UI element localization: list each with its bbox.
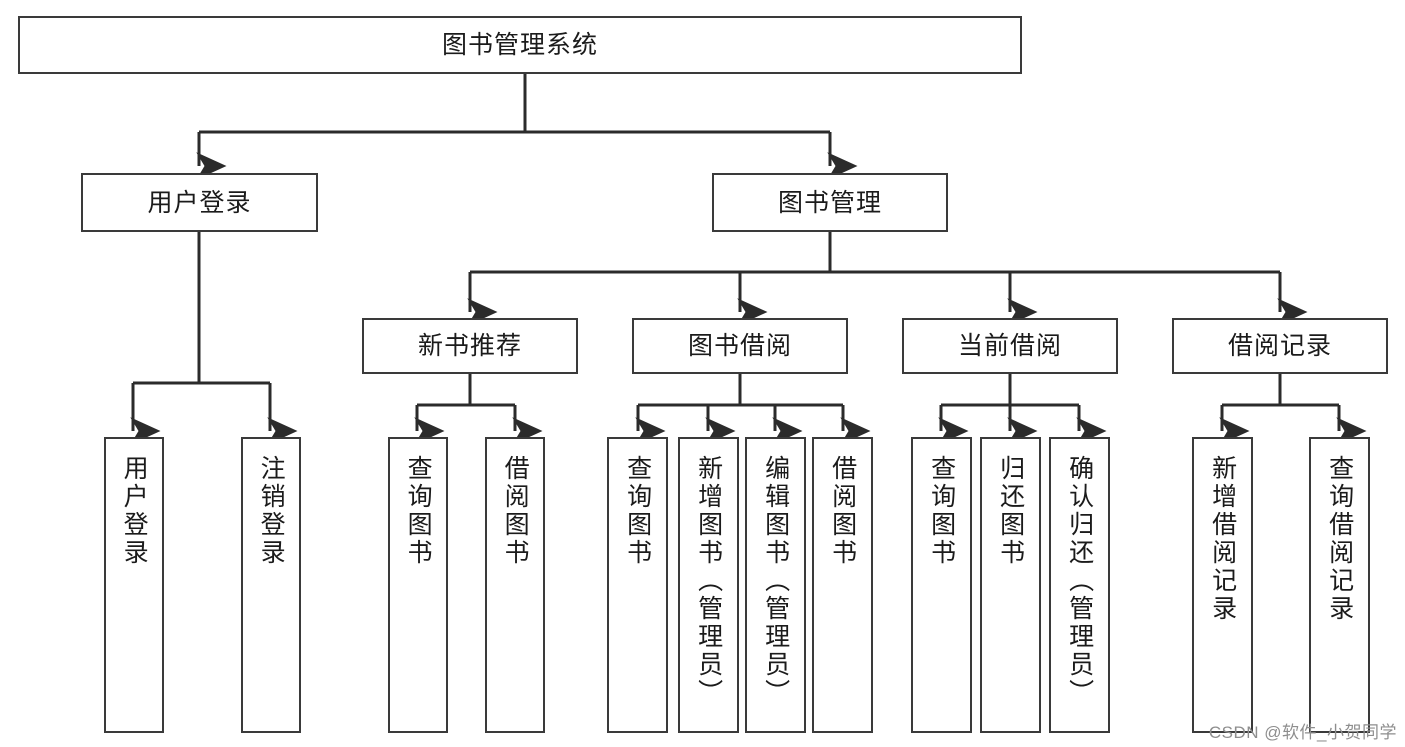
leaf-query-borrow-record[interactable]: 查询借阅记录 <box>1309 437 1370 733</box>
node-label: 图书借阅 <box>687 332 792 360</box>
leaf-add-borrow-record[interactable]: 新增借阅记录 <box>1192 437 1253 733</box>
leaf-query-book-borrow[interactable]: 查询图书 <box>607 437 668 733</box>
csdn-watermark: CSDN @软件_小贺同学 <box>1208 723 1397 742</box>
node-label: 借阅图书 <box>501 455 530 567</box>
node-label: 新增借阅记录 <box>1208 455 1237 623</box>
node-label: 查询借阅记录 <box>1325 455 1354 623</box>
node-user-login[interactable]: 用户登录 <box>81 173 318 232</box>
node-current-borrow[interactable]: 当前借阅 <box>902 318 1118 374</box>
node-borrow-record[interactable]: 借阅记录 <box>1172 318 1388 374</box>
node-label: 用户登录 <box>120 455 149 567</box>
node-root-system[interactable]: 图书管理系统 <box>18 16 1022 74</box>
node-label: 确认归还（管理员） <box>1065 455 1094 707</box>
node-new-book-recommend[interactable]: 新书推荐 <box>362 318 578 374</box>
node-label: 用户登录 <box>147 188 252 217</box>
leaf-query-book-recommend[interactable]: 查询图书 <box>388 437 448 733</box>
node-label: 注销登录 <box>257 455 286 567</box>
node-label: 编辑图书（管理员） <box>761 455 790 707</box>
leaf-return-book[interactable]: 归还图书 <box>980 437 1041 733</box>
node-label: 查询图书 <box>623 455 652 567</box>
leaf-query-book-current[interactable]: 查询图书 <box>911 437 972 733</box>
leaf-confirm-return-admin[interactable]: 确认归还（管理员） <box>1049 437 1110 733</box>
leaf-add-book-admin[interactable]: 新增图书（管理员） <box>678 437 739 733</box>
node-label: 图书管理系统 <box>441 31 598 59</box>
node-label: 借阅图书 <box>828 455 857 567</box>
node-label: 查询图书 <box>404 455 433 567</box>
leaf-borrow-book[interactable]: 借阅图书 <box>812 437 873 733</box>
node-label: 图书管理 <box>777 188 882 217</box>
node-label: 归还图书 <box>996 455 1025 567</box>
node-label: 新增图书（管理员） <box>694 455 723 707</box>
node-label: 查询图书 <box>927 455 956 567</box>
leaf-borrow-book-recommend[interactable]: 借阅图书 <box>485 437 545 733</box>
node-book-management[interactable]: 图书管理 <box>712 173 948 232</box>
node-book-borrow[interactable]: 图书借阅 <box>632 318 848 374</box>
node-label: 当前借阅 <box>957 332 1062 360</box>
node-label: 借阅记录 <box>1227 332 1332 360</box>
leaf-edit-book-admin[interactable]: 编辑图书（管理员） <box>745 437 806 733</box>
leaf-user-login[interactable]: 用户登录 <box>104 437 164 733</box>
node-label: 新书推荐 <box>417 332 522 360</box>
leaf-logout[interactable]: 注销登录 <box>241 437 301 733</box>
